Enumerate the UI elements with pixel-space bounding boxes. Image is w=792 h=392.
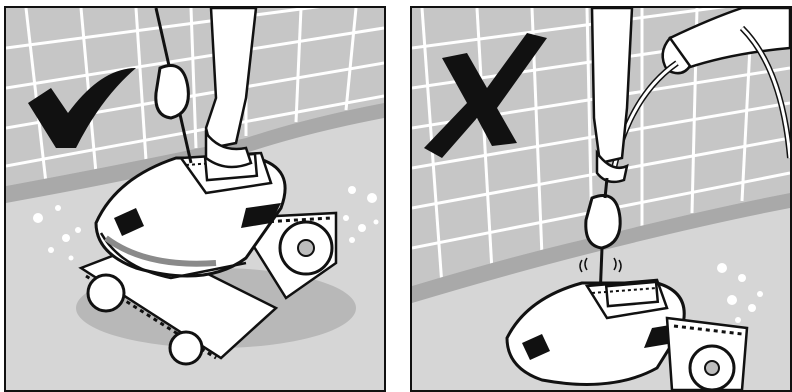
incorrect-lifting-illustration	[412, 8, 790, 390]
correct-lifting-illustration	[6, 8, 384, 390]
pool-robot	[76, 151, 356, 366]
check-mark-icon	[28, 68, 136, 148]
correct-lifting-panel	[4, 6, 386, 392]
float-grip	[154, 64, 190, 120]
cleaning-pole	[154, 8, 193, 164]
bubbles-right	[717, 263, 763, 323]
bubbles-left	[33, 205, 81, 261]
cross-mark-icon	[424, 33, 547, 158]
incorrect-lifting-panel	[410, 6, 792, 392]
bubbles-right	[343, 186, 379, 243]
pool-robot	[505, 278, 749, 390]
hand-on-robot-handle	[204, 8, 258, 169]
hand-holding-cable	[590, 8, 634, 184]
strain-lines	[579, 257, 622, 273]
float-grip	[584, 194, 622, 250]
wall-base	[6, 103, 384, 203]
